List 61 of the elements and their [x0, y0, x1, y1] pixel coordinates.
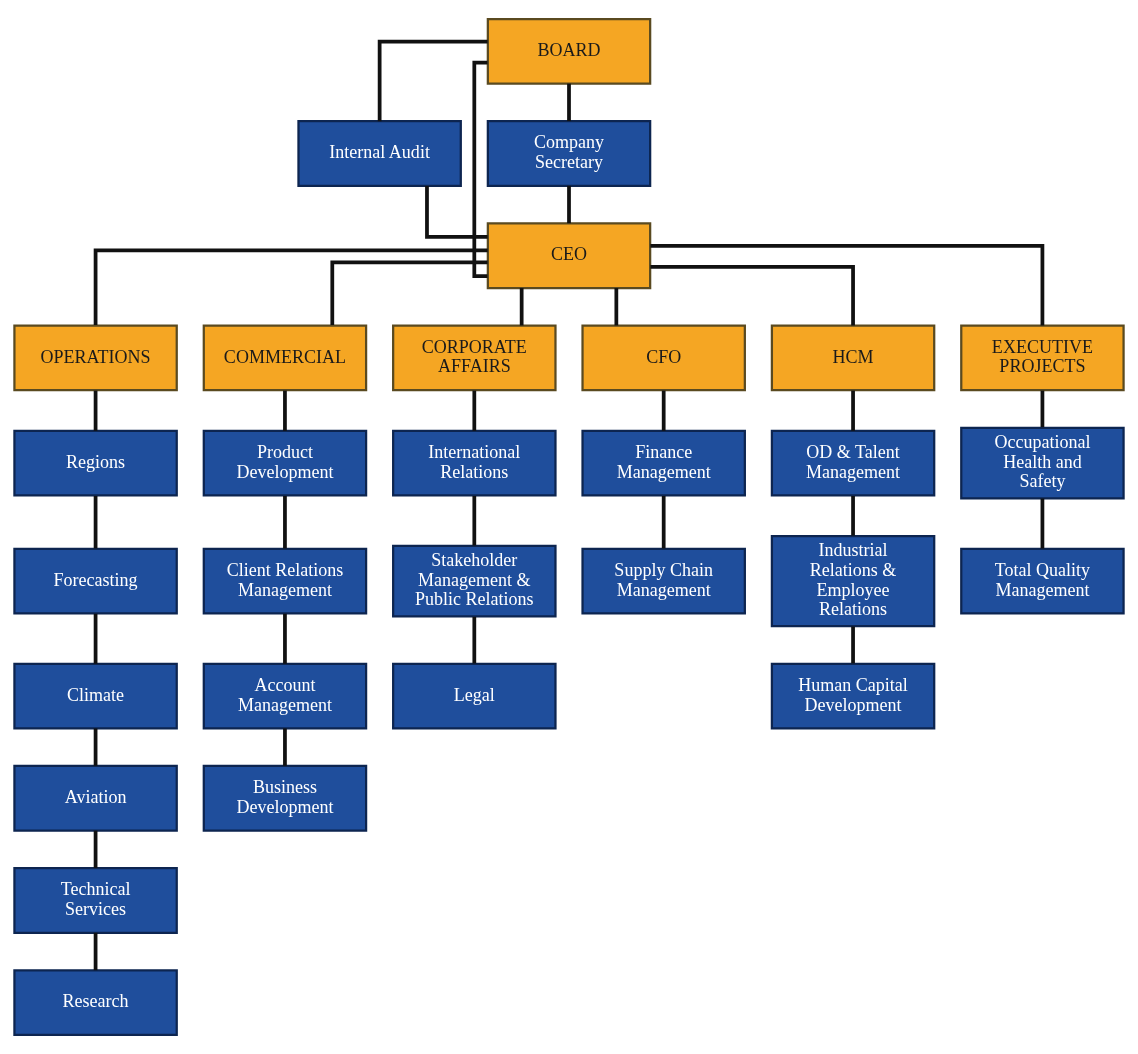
node-box: International Relations — [392, 429, 557, 497]
node-box: OD & Talent Management — [770, 429, 936, 497]
connector — [283, 613, 287, 664]
node-box: Aviation — [13, 764, 178, 832]
connector — [472, 60, 488, 278]
connector — [283, 390, 287, 431]
connector — [93, 932, 98, 971]
node-box: Human Capital Development — [770, 662, 936, 730]
node-box: Research — [13, 969, 178, 1037]
connector — [330, 260, 488, 326]
connector — [472, 496, 477, 546]
connector — [93, 248, 488, 326]
connector — [567, 185, 571, 224]
node-box: BOARD — [486, 17, 652, 85]
connector — [472, 390, 477, 431]
connector — [851, 390, 855, 431]
node-box: CFO — [581, 324, 746, 392]
node-box: COMMERCIAL — [202, 324, 368, 392]
connector — [519, 288, 524, 326]
node-box: Supply Chain Management — [581, 547, 746, 615]
node-box: Product Development — [202, 429, 368, 497]
node-box: Business Development — [202, 764, 368, 832]
connector — [650, 265, 855, 326]
node-box: Forecasting — [13, 547, 178, 615]
node-box: Technical Services — [13, 867, 178, 934]
connector — [1040, 498, 1045, 549]
connector — [851, 626, 855, 664]
node-box: Internal Audit — [297, 120, 462, 187]
connector — [283, 496, 287, 549]
node-box: Stakeholder Management & Public Relations — [392, 544, 557, 618]
node-box: CEO — [486, 222, 652, 290]
connector — [93, 728, 98, 766]
node-box: Regions — [13, 429, 178, 497]
node-box: Industrial Relations & Employee Relations — [770, 534, 936, 628]
connector — [283, 728, 287, 766]
connector — [614, 288, 619, 326]
node-box: Finance Management — [581, 429, 746, 497]
node-box: CORPORATE AFFAIRS — [392, 324, 557, 392]
connector — [851, 496, 855, 536]
node-box: Client Relations Management — [202, 547, 368, 615]
node-box: Company Secretary — [486, 120, 652, 187]
connector — [425, 186, 488, 239]
node-box: Account Management — [202, 662, 368, 730]
connector — [472, 616, 477, 664]
node-box: EXECUTIVE PROJECTS — [960, 324, 1125, 392]
connector — [377, 39, 488, 122]
connector — [93, 496, 98, 549]
node-box: OPERATIONS — [13, 324, 178, 392]
node-box: Occupational Health and Safety — [960, 426, 1125, 500]
node-box: Legal — [392, 662, 557, 730]
node-box: Climate — [13, 662, 178, 730]
connector — [650, 244, 1045, 326]
connector — [1040, 390, 1045, 428]
node-box: Total Quality Management — [960, 547, 1125, 615]
connector — [661, 390, 666, 431]
connector — [93, 830, 98, 868]
node-box: HCM — [770, 324, 936, 392]
connector — [93, 613, 98, 664]
connector — [661, 496, 666, 549]
connector — [567, 83, 571, 122]
connector — [93, 390, 98, 431]
